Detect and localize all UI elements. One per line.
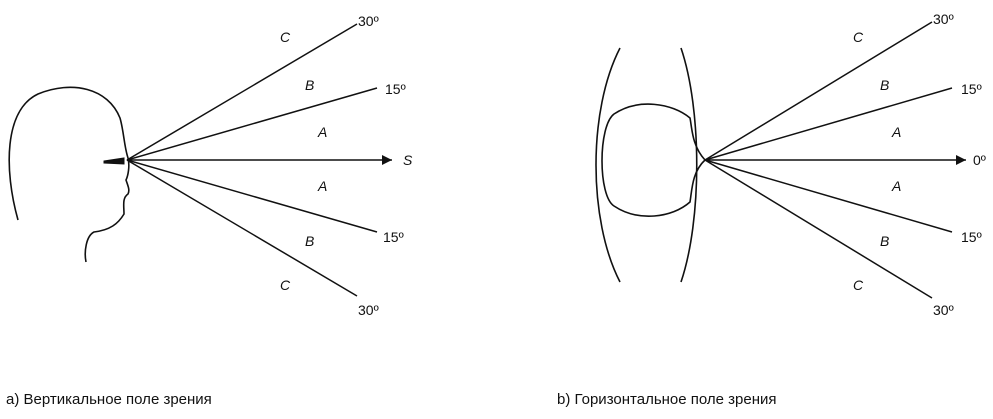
zone-label-a-right: A (891, 178, 901, 194)
angle-label-left-30: 30º (933, 11, 954, 27)
ray-left-15 (704, 87, 953, 161)
caption-horizontal-field: b) Горизонтальное поле зрения (557, 391, 777, 408)
ray-down-15 (126, 159, 378, 233)
zone-label-b-upper: B (305, 77, 314, 93)
caption-vertical-field: a) Вертикальное поле зрения (6, 391, 212, 408)
eye-icon (103, 157, 125, 165)
head-profile-icon (8, 86, 130, 263)
angle-label-down-30: 30º (358, 302, 379, 318)
vertical-field-diagram: 30º 15º S 15º 30º C B A A B C (8, 13, 413, 318)
angle-label-right-30: 30º (933, 302, 954, 318)
zone-label-b-right: B (880, 233, 889, 249)
angle-label-left-15: 15º (961, 81, 982, 97)
horizontal-field-diagram: 30º 15º 0º 15º 30º C B A A B C (595, 11, 986, 318)
zone-label-c-right: C (853, 277, 864, 293)
angle-label-up-15: 15º (385, 81, 406, 97)
ray-down-30 (126, 159, 358, 297)
ray-up-15 (126, 87, 378, 161)
zone-label-a-lower: A (317, 178, 327, 194)
right-shoulder-arc (680, 47, 698, 283)
ray-left-30 (704, 21, 933, 161)
zone-label-a-upper: A (317, 124, 327, 140)
angle-label-up-30: 30º (358, 13, 379, 29)
angle-label-right-15: 15º (961, 229, 982, 245)
zone-label-b-left: B (880, 77, 889, 93)
ray-up-30 (126, 23, 358, 161)
zone-label-c-upper: C (280, 29, 291, 45)
ray-right-15 (704, 159, 953, 233)
left-shoulder-arc (595, 47, 621, 283)
zone-label-c-left: C (853, 29, 864, 45)
ray-right-30 (704, 159, 933, 299)
angle-label-down-15: 15º (383, 229, 404, 245)
angle-label-zero: 0º (973, 152, 986, 168)
axis-label-s: S (403, 152, 413, 168)
zone-label-b-lower: B (305, 233, 314, 249)
head-top-view-icon (601, 103, 707, 217)
zone-label-a-left: A (891, 124, 901, 140)
zone-label-c-lower: C (280, 277, 291, 293)
